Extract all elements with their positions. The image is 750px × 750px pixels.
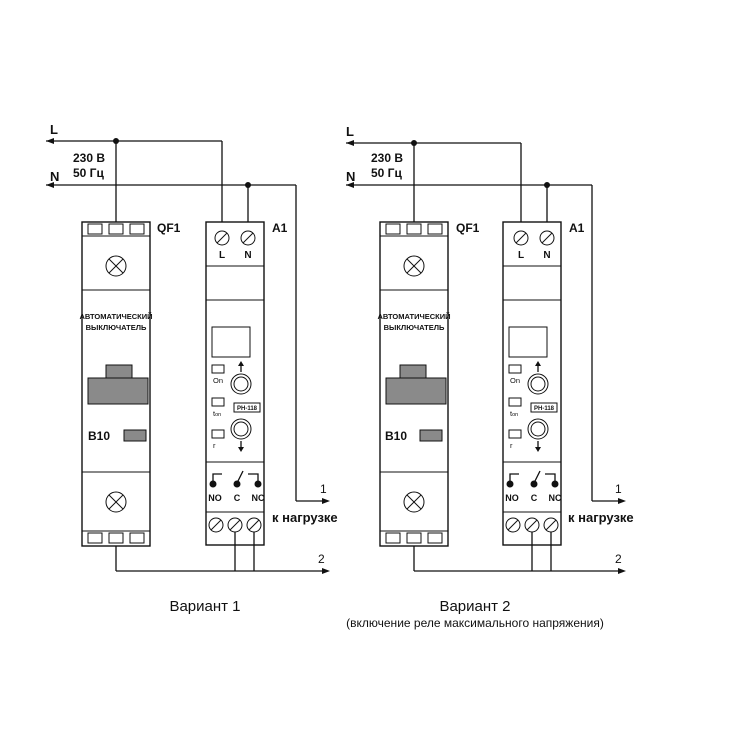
terminal-screw-icon [208,517,224,533]
breaker-ref: QF1 [157,221,181,235]
breaker-toggle [105,364,133,380]
frequency-label: 50 Гц [73,166,104,180]
arrowhead-out1 [322,498,330,504]
terminal-screw-icon [403,491,425,513]
btn-on-label: On [213,376,223,385]
terminal-screw-icon [240,230,256,246]
relay-display [211,326,251,358]
output-1-label: 1 [320,482,327,496]
terminal-screw-icon [403,255,425,277]
breaker-title-line2: ВЫКЛЮЧАТЕЛЬ [384,323,445,332]
terminal-screw-icon [105,255,127,277]
load-label: к нагрузке [272,510,338,525]
contact-c-label: C [234,493,241,503]
breaker-title-line1: АВТОМАТИЧЕСКИЙ [79,312,152,321]
contact-no-label: NO [505,493,519,503]
breaker-toggle-base [87,377,149,405]
model-plate [233,402,261,413]
subcaption: (включение реле максимального напряжения… [346,616,604,630]
relay-terminal-l: L [219,250,225,261]
output-1-label: 1 [615,482,622,496]
load-label: к нагрузке [568,510,634,525]
arrowhead-n [46,182,54,188]
btn-ton-label: ton [213,409,221,418]
relay-contact-icon [506,470,559,488]
frequency-label: 50 Гц [371,166,402,180]
breaker-toggle-base [385,377,447,405]
up-button-icon [527,361,549,395]
terminal-screw-icon [105,491,127,513]
relay-contact-icon [209,470,262,488]
relay-ref: A1 [272,221,288,235]
contact-nc-label: NC [549,493,562,503]
phase-label: L [50,122,58,137]
output-2-label: 2 [318,552,325,566]
btn-on-label: On [510,376,520,385]
voltage-label: 230 В [73,151,105,165]
down-button-icon [230,418,252,452]
relay-terminal-n: N [543,250,550,261]
variant-2: L N 230 В 50 Гц [346,124,634,630]
relay-ref: A1 [569,221,585,235]
output-2-label: 2 [615,552,622,566]
relay-terminal-n: N [244,250,251,261]
supply-wires [346,140,593,501]
relay-terminal-l: L [518,250,524,261]
neutral-label: N [346,169,355,184]
variant-1: L N 230 В 50 Гц [46,122,338,615]
arrowhead-n [346,182,354,188]
junction-dot [113,138,119,144]
relay-display [508,326,548,358]
rating-indicator [123,429,147,442]
arrowhead-out2 [618,568,626,574]
down-button-icon [527,418,549,452]
circuit-breaker [379,221,449,547]
model-plate [530,402,558,413]
junction-dot [544,182,550,188]
arrowhead-out2 [322,568,330,574]
arrowhead-out1 [618,498,626,504]
contact-nc-label: NC [252,493,265,503]
terminal-screw-icon [214,230,230,246]
breaker-toggle [399,364,427,380]
circuit-breaker [81,221,151,547]
contact-c-label: C [531,493,538,503]
voltage-relay [502,221,562,546]
breaker-rating: B10 [385,429,407,443]
up-button-icon [230,361,252,395]
breaker-ref: QF1 [456,221,480,235]
terminal-screw-icon [505,517,521,533]
caption: Вариант 1 [169,598,240,615]
voltage-label: 230 В [371,151,403,165]
output-wires [115,498,330,574]
btn-r-label: r [213,441,216,450]
relay-model: РН-118 [237,406,258,412]
rating-indicator [419,429,443,442]
contact-no-label: NO [208,493,222,503]
junction-dot [411,140,417,146]
junction-dot [245,182,251,188]
breaker-title-line2: ВЫКЛЮЧАТЕЛЬ [86,323,147,332]
terminal-screw-icon [513,230,529,246]
arrowhead-l [46,138,54,144]
btn-ton-label: ton [510,409,518,418]
terminal-screw-icon [539,230,555,246]
phase-label: L [346,124,354,139]
output-wires [413,498,626,574]
btn-r-label: r [510,441,513,450]
voltage-relay [205,221,265,546]
arrowhead-l [346,140,354,146]
caption: Вариант 2 [439,598,510,615]
breaker-rating: B10 [88,429,110,443]
breaker-title-line1: АВТОМАТИЧЕСКИЙ [377,312,450,321]
supply-wires [46,138,297,501]
relay-model: РН-118 [534,406,555,412]
neutral-label: N [50,169,59,184]
